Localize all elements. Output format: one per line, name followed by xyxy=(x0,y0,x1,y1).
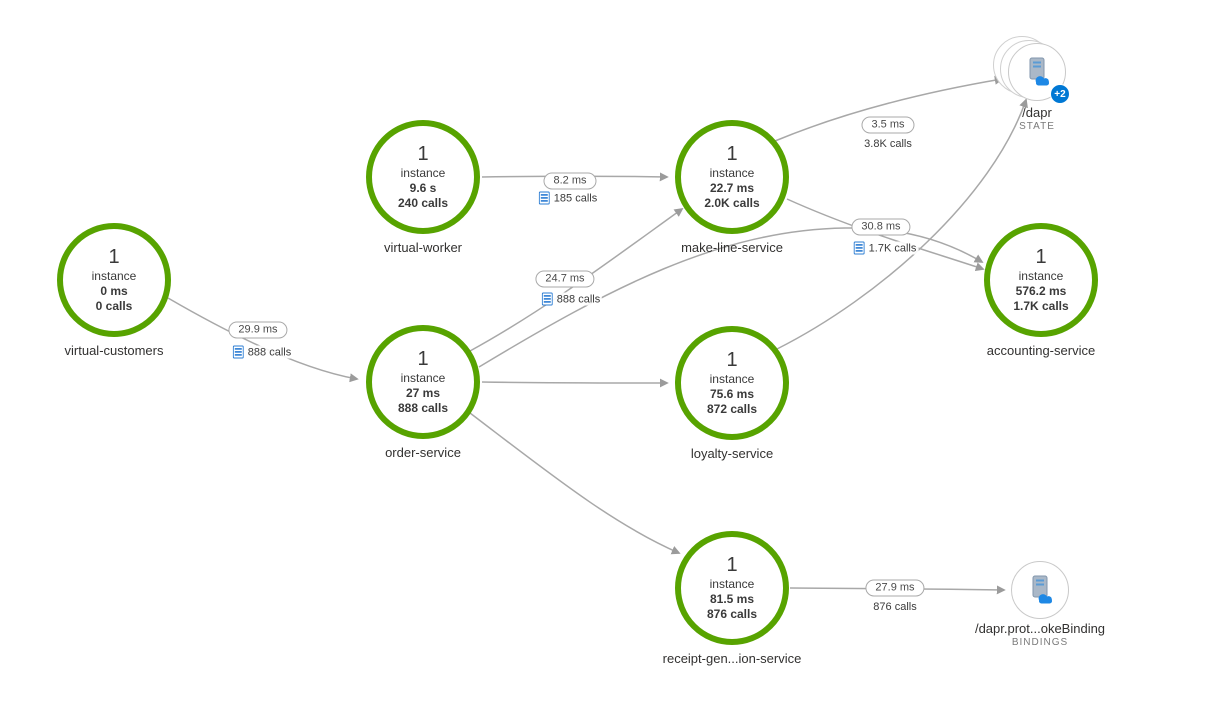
node-dapr-binding[interactable] xyxy=(1011,561,1069,619)
node-dapr-state[interactable]: +2 xyxy=(1008,43,1070,104)
node-label-make-line-service: make-line-service xyxy=(681,240,783,255)
calls-icon xyxy=(853,241,865,255)
node-latency: 22.7 ms xyxy=(709,181,755,195)
edge-order-service-receipt-generation-service[interactable] xyxy=(469,412,681,555)
edge-make-line-service-accounting-service[interactable] xyxy=(786,198,985,271)
node-loyalty-service[interactable]: 1 instance 75.6 ms 872 calls xyxy=(675,326,789,440)
node-virtual-customers[interactable]: 1 instance 0 ms 0 calls xyxy=(57,223,171,337)
edge-latency-pill-rgs-binding[interactable]: 27.9 ms xyxy=(865,579,925,597)
edge-calls-vw-mls: 185 calls xyxy=(536,191,600,205)
instance-count: 1 xyxy=(417,348,429,370)
edge-latency-pill-os-as[interactable]: 30.8 ms xyxy=(851,218,911,236)
instance-label: instance xyxy=(400,371,446,385)
node-label-dapr-binding: /dapr.prot...okeBinding xyxy=(974,621,1106,636)
edge-calls-os-as: 1.7K calls xyxy=(851,241,919,255)
state-store-icon xyxy=(1029,57,1049,86)
dapr-binding-circle xyxy=(1011,561,1069,619)
edge-calls-text: 185 calls xyxy=(553,192,598,204)
instance-label: instance xyxy=(709,372,755,386)
node-latency: 576.2 ms xyxy=(1015,284,1067,298)
edge-order-service-loyalty-service[interactable] xyxy=(481,378,669,388)
node-latency: 0 ms xyxy=(100,284,128,298)
node-latency: 81.5 ms xyxy=(709,592,755,606)
binding-icon xyxy=(1032,575,1052,604)
node-virtual-worker[interactable]: 1 instance 9.6 s 240 calls xyxy=(366,120,480,234)
calls-icon xyxy=(232,345,244,359)
node-latency: 27 ms xyxy=(405,386,441,400)
edge-order-service-accounting-service[interactable] xyxy=(478,227,984,368)
edge-calls-text: 888 calls xyxy=(556,293,601,305)
node-label-accounting-service: accounting-service xyxy=(986,343,1096,358)
node-calls: 876 calls xyxy=(706,607,758,621)
node-label-virtual-worker: virtual-worker xyxy=(383,240,463,255)
edge-calls-os-mls: 888 calls xyxy=(539,292,603,306)
instance-label: instance xyxy=(709,577,755,591)
node-latency: 9.6 s xyxy=(409,181,437,195)
edge-latency-pill-os-mls[interactable]: 24.7 ms xyxy=(535,270,595,288)
node-calls: 240 calls xyxy=(397,196,449,210)
node-receipt-generation-service[interactable]: 1 instance 81.5 ms 876 calls xyxy=(675,531,789,645)
hidden-nodes-badge[interactable]: +2 xyxy=(1050,84,1070,104)
instance-count: 1 xyxy=(726,349,738,371)
node-label-order-service: order-service xyxy=(385,445,461,460)
node-calls: 888 calls xyxy=(397,401,449,415)
edge-calls-text: 876 calls xyxy=(873,601,917,613)
instance-count: 1 xyxy=(108,246,120,268)
instance-label: instance xyxy=(1018,269,1064,283)
node-accounting-service[interactable]: 1 instance 576.2 ms 1.7K calls xyxy=(984,223,1098,337)
node-order-service[interactable]: 1 instance 27 ms 888 calls xyxy=(366,325,480,439)
edge-make-line-service-dapr-state[interactable] xyxy=(774,75,1004,142)
node-type-dapr-state: STATE xyxy=(1019,121,1055,132)
instance-count: 1 xyxy=(1035,246,1047,268)
node-label-receipt-generation-service: receipt-gen...ion-service xyxy=(662,651,802,666)
calls-icon xyxy=(541,292,553,306)
node-type-dapr-binding: BINDINGS xyxy=(1011,637,1069,648)
edge-virtual-customers-order-service[interactable] xyxy=(167,297,359,383)
node-calls: 1.7K calls xyxy=(1013,299,1069,313)
edge-latency-pill-vw-mls[interactable]: 8.2 ms xyxy=(543,172,597,190)
node-calls: 2.0K calls xyxy=(704,196,760,210)
edge-calls-text: 3.8K calls xyxy=(864,138,912,150)
node-label-loyalty-service: loyalty-service xyxy=(690,446,774,461)
node-make-line-service[interactable]: 1 instance 22.7 ms 2.0K calls xyxy=(675,120,789,234)
node-calls: 0 calls xyxy=(95,299,133,313)
node-latency: 75.6 ms xyxy=(709,387,755,401)
node-label-virtual-customers: virtual-customers xyxy=(64,343,164,358)
instance-label: instance xyxy=(709,166,755,180)
instance-count: 1 xyxy=(417,143,429,165)
edge-latency-pill-mls-state[interactable]: 3.5 ms xyxy=(861,116,915,134)
edge-loyalty-service-dapr-state[interactable] xyxy=(776,98,1028,350)
instance-count: 1 xyxy=(726,143,738,165)
edge-calls-vc-os: 888 calls xyxy=(230,345,294,359)
instance-label: instance xyxy=(400,166,446,180)
edge-calls-mls-state: 3.8K calls xyxy=(862,138,914,150)
node-calls: 872 calls xyxy=(706,402,758,416)
calls-icon xyxy=(538,191,550,205)
edge-calls-rgs-binding: 876 calls xyxy=(871,601,919,613)
edge-calls-text: 1.7K calls xyxy=(868,242,917,254)
edge-calls-text: 888 calls xyxy=(247,346,292,358)
node-label-dapr-state: /dapr xyxy=(1022,105,1052,120)
instance-count: 1 xyxy=(726,554,738,576)
edge-latency-pill-vc-os[interactable]: 29.9 ms xyxy=(228,321,288,339)
instance-label: instance xyxy=(91,269,137,283)
